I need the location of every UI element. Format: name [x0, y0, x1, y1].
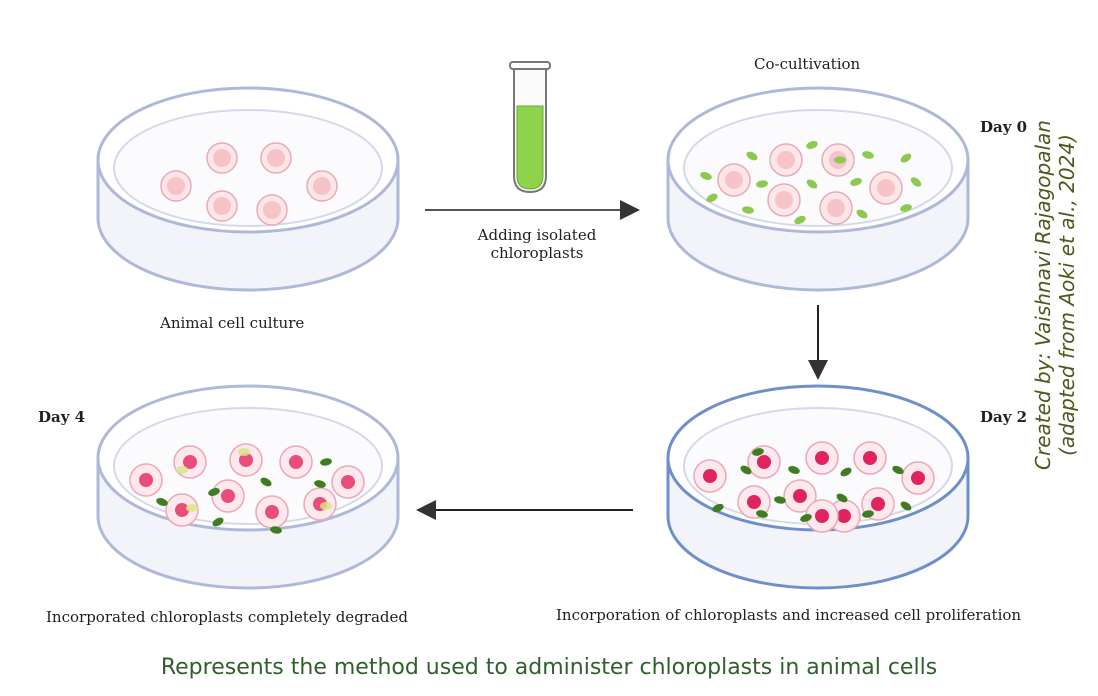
- dish-day4: [96, 384, 400, 590]
- chloroplast-day0-8: [910, 177, 922, 187]
- chloroplast-day0-7: [850, 178, 862, 186]
- chloroplast-day0-14: [834, 156, 846, 164]
- credit-text: Created by: Vaishnavi Rajagopalan (adapt…: [1031, 120, 1079, 470]
- degraded-chloroplast-1: [238, 448, 250, 456]
- test-tube-icon: [509, 61, 551, 194]
- chloroplast-day4-3: [320, 458, 332, 466]
- cell-day4-2-nucleus: [239, 453, 253, 467]
- label-day2: Day 2: [980, 408, 1028, 426]
- chloroplast-day2-10: [900, 501, 912, 511]
- chloroplast-day2-8: [836, 493, 848, 503]
- label-co-cultivation: Co-cultivation: [754, 55, 861, 73]
- label-incorporation: Incorporation of chloroplasts and increa…: [556, 606, 1022, 624]
- cell-day4-6-nucleus: [221, 489, 235, 503]
- label-animal-cell-culture: Animal cell culture: [160, 314, 305, 332]
- cell-1-nucleus: [267, 149, 285, 167]
- chloroplast-day2-4: [892, 465, 904, 475]
- label-adding-chloroplasts: Adding isolated chloroplasts: [452, 226, 622, 262]
- degraded-chloroplast-2: [186, 504, 198, 512]
- chloroplast-day0-11: [794, 215, 806, 225]
- chloroplast-day0-6: [806, 179, 818, 189]
- dish-animal-culture: [96, 86, 400, 292]
- cell-day0-2-nucleus: [725, 171, 743, 189]
- diagram-canvas: [96, 61, 970, 590]
- dish-animal-culture-medium: [113, 109, 383, 227]
- cell-5-nucleus: [313, 177, 331, 195]
- cell-4-nucleus: [263, 201, 281, 219]
- cell-day2-5-nucleus: [747, 495, 761, 509]
- credit-line1: Created by: Vaishnavi Rajagopalan: [1031, 120, 1055, 470]
- chloroplast-day0-1: [806, 141, 818, 149]
- cell-day2-3-nucleus: [863, 451, 877, 465]
- credit-block: Created by: Vaishnavi Rajagopalan (adapt…: [1005, 80, 1098, 510]
- chloroplast-day2-9: [862, 510, 874, 518]
- cell-2-nucleus: [167, 177, 185, 195]
- cell-day4-3-nucleus: [289, 455, 303, 469]
- chloroplast-day0-12: [856, 209, 868, 219]
- cell-0-nucleus: [213, 149, 231, 167]
- degraded-chloroplast-3: [320, 502, 332, 510]
- cell-day0-3-nucleus: [775, 191, 793, 209]
- cell-day2-6-nucleus: [793, 489, 807, 503]
- chloroplast-day0-4: [700, 172, 712, 180]
- chloroplast-day0-5: [756, 180, 768, 188]
- cell-day2-2-nucleus: [815, 451, 829, 465]
- chloroplast-day2-6: [756, 510, 768, 518]
- chloroplast-day0-10: [742, 206, 754, 214]
- label-adding-line2: chloroplasts: [490, 244, 584, 262]
- cell-day2-9-nucleus: [815, 509, 829, 523]
- chloroplast-day4-1: [208, 488, 220, 496]
- chloroplast-day0-2: [862, 151, 874, 159]
- chloroplast-day2-0: [740, 465, 752, 475]
- credit-line2: (adapted from Aoki et al., 2024): [1055, 134, 1079, 456]
- chloroplast-day4-5: [212, 517, 224, 527]
- cell-day2-4-nucleus: [911, 471, 925, 485]
- chloroplast-day0-0: [746, 151, 758, 161]
- chloroplast-day4-4: [314, 480, 326, 488]
- chloroplast-day2-2: [788, 466, 800, 474]
- degraded-chloroplast-0: [176, 466, 188, 474]
- dish-day0: [666, 86, 970, 292]
- cell-day2-1-nucleus: [757, 455, 771, 469]
- chloroplast-day0-3: [900, 153, 912, 163]
- cell-day4-0-nucleus: [139, 473, 153, 487]
- cell-day4-5-nucleus: [175, 503, 189, 517]
- chloroplast-day4-0: [156, 498, 168, 506]
- dish-day2: [666, 384, 970, 590]
- cell-day0-5-nucleus: [877, 179, 895, 197]
- label-adding-line1: Adding isolated: [477, 226, 597, 244]
- chloroplast-day2-3: [840, 467, 852, 477]
- cell-day0-0-nucleus: [777, 151, 795, 169]
- chloroplast-day2-7: [800, 514, 812, 522]
- label-day0: Day 0: [980, 118, 1028, 136]
- chloroplast-day4-2: [260, 477, 272, 487]
- figure-caption: Represents the method used to administer…: [160, 655, 938, 680]
- chloroplast-day0-13: [900, 204, 912, 212]
- chloroplast-day4-6: [270, 526, 282, 534]
- chloroplast-day0-9: [706, 193, 718, 203]
- cell-day4-1-nucleus: [183, 455, 197, 469]
- cell-day4-7-nucleus: [265, 505, 279, 519]
- chloroplast-day2-5: [712, 503, 724, 513]
- chloroplast-day2-11: [774, 496, 786, 504]
- cell-day2-0-nucleus: [703, 469, 717, 483]
- label-day4: Day 4: [38, 408, 86, 426]
- cell-3-nucleus: [213, 197, 231, 215]
- cell-day2-8-nucleus: [871, 497, 885, 511]
- cell-day0-4-nucleus: [827, 199, 845, 217]
- label-degraded: Incorporated chloroplasts completely deg…: [46, 608, 408, 626]
- cell-day2-7-nucleus: [837, 509, 851, 523]
- cell-day4-4-nucleus: [341, 475, 355, 489]
- chloroplast-day2-1: [752, 448, 764, 456]
